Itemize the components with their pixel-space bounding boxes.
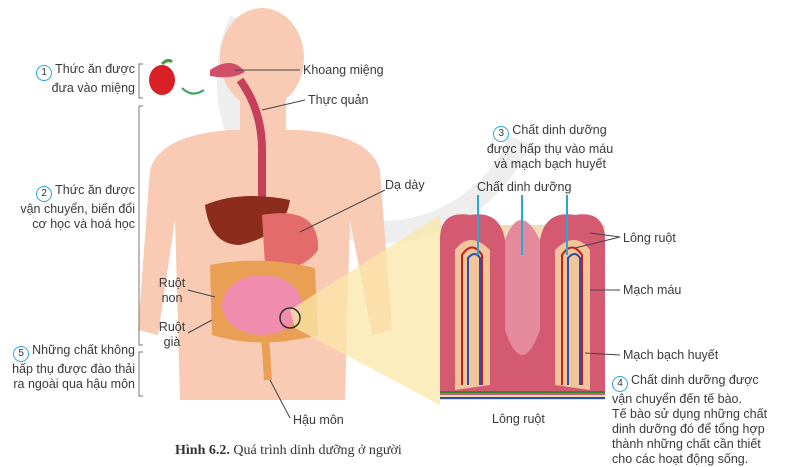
step-1-line: Thức ăn được [55,62,135,76]
leader-lines [187,69,621,419]
step-1-number: 1 [36,65,53,81]
zoom-circle [279,307,301,329]
step-2-line: cơ học và hoá học [32,217,135,231]
step-5-line: Những chất không [32,343,135,357]
caption-label: Hình 6.2. [175,443,230,458]
step-4-line: Chất dinh dưỡng được [631,373,759,387]
label-line: Ruột [158,276,186,290]
esophagus-organ [236,77,266,220]
villi-illustration [440,195,605,400]
stomach-organ [262,213,319,268]
step-4-line: vận chuyển đến tế bào. [612,392,742,406]
step-2-number: 2 [36,186,53,202]
step-2-line: Thức ăn được [55,183,135,197]
label-line: non [161,291,183,305]
label-villus-bottom: Lông ruột [492,412,545,426]
step-5-line: hấp thụ được đào thải [12,362,135,376]
step-5-line: ra ngoài qua hậu môn [13,377,135,391]
label-mouth: Khoang miệng [303,63,384,77]
label-line: già [163,335,181,349]
step-3-line: Chất dinh dưỡng [512,123,607,137]
step-4-line: dinh dưỡng đó để tổng hợp [612,422,765,436]
step-4-line: Tế bào sử dụng những chất [612,407,768,421]
label-stomach: Dạ dày [385,178,425,192]
label-nutrients: Chất dinh dưỡng [477,180,572,194]
step-3-line: và mạch bạch huyết [494,157,606,171]
label-anus: Hậu môn [293,413,344,427]
figure-caption: Hình 6.2. Quá trình dinh dưỡng ở người [175,443,402,459]
step-4-line: thành những chất cần thiết [612,437,761,451]
step-5-number: 5 [13,346,30,362]
apple-icon [149,58,205,95]
step-1-line: đưa vào miệng [51,81,135,95]
label-blood-vessel: Mạch máu [623,283,682,297]
zoom-cone [290,215,440,405]
label-lymph-vessel: Mạch bạch huyết [623,348,719,362]
label-villus-top: Lông ruột [623,231,676,245]
step-4-line: cho các hoạt động sống. [612,452,749,466]
label-line: Ruột [158,320,186,334]
label-esophagus: Thực quản [308,93,369,107]
small-intestine-organ [222,275,302,335]
step-2-line: vận chuyển, biến đổi [20,202,135,216]
step-3-number: 3 [493,126,510,142]
mouth-organ [210,62,245,78]
bracket-lines [138,63,143,397]
step-4-number: 4 [612,376,628,392]
step-3-line: được hấp thụ vào máu [486,142,614,156]
rectum-organ [261,334,272,381]
caption-text: Quá trình dinh dưỡng ở người [233,443,402,458]
